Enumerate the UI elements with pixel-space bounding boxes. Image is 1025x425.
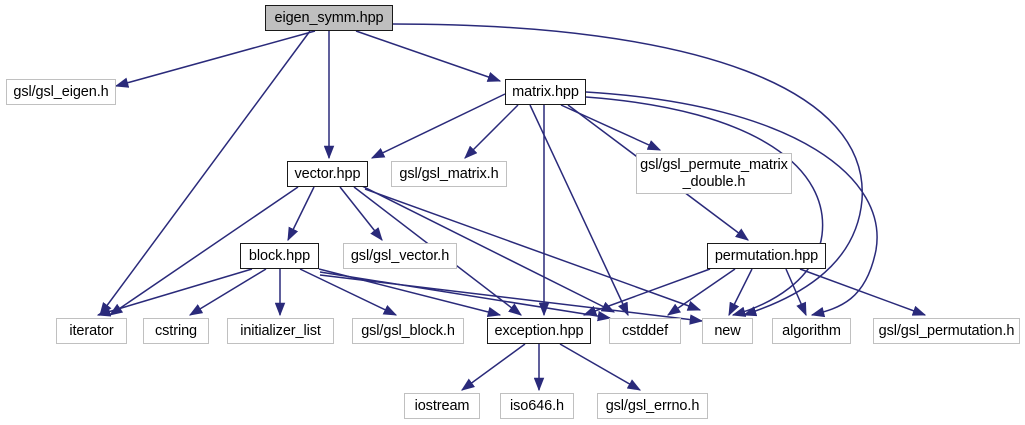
node-iostream[interactable]: iostream — [404, 393, 480, 419]
edge-eigen_symm-to-iterator — [99, 30, 311, 316]
node-initializer_list[interactable]: initializer_list — [227, 318, 334, 344]
node-iso646[interactable]: iso646.h — [500, 393, 574, 419]
node-gsl_vector[interactable]: gsl/gsl_vector.h — [343, 243, 457, 269]
node-permutation[interactable]: permutation.hpp — [707, 243, 826, 269]
edge-matrix-to-cstddef — [529, 104, 629, 317]
node-block[interactable]: block.hpp — [240, 243, 319, 269]
edge-matrix-to-gsl_matrix — [464, 104, 519, 159]
edge-vector-to-block — [287, 186, 315, 242]
edge-permutation-to-exception — [582, 268, 711, 316]
edge-permutation-to-algorithm — [785, 268, 807, 317]
node-vector[interactable]: vector.hpp — [287, 161, 368, 187]
edge-exception-to-iostream — [461, 343, 526, 391]
node-matrix[interactable]: matrix.hpp — [505, 79, 586, 105]
edge-block-to-new — [319, 274, 704, 325]
node-algorithm[interactable]: algorithm — [772, 318, 851, 344]
node-gsl_block[interactable]: gsl/gsl_block.h — [352, 318, 464, 344]
edge-vector-to-gsl_vector — [339, 186, 383, 241]
node-iterator[interactable]: iterator — [56, 318, 127, 344]
edge-matrix-to-gsl_permute_matrix — [560, 104, 662, 151]
edge-matrix-to-algorithm — [585, 91, 878, 318]
edge-block-to-cstddef — [319, 271, 612, 322]
node-gsl_matrix[interactable]: gsl/gsl_matrix.h — [391, 161, 507, 187]
node-cstring[interactable]: cstring — [143, 318, 209, 344]
edge-eigen_symm-to-gsl_eigen — [114, 30, 316, 88]
edge-block-to-iterator — [96, 268, 253, 317]
node-new[interactable]: new — [702, 318, 753, 344]
edge-permutation-to-new — [728, 268, 753, 317]
edge-exception-to-gsl_errno — [559, 343, 642, 391]
edge-block-to-gsl_block — [299, 268, 398, 316]
node-gsl_permute_matrix[interactable]: gsl/gsl_permute_matrix _double.h — [636, 153, 792, 194]
node-cstddef[interactable]: cstddef — [609, 318, 681, 344]
edge-block-to-exception — [318, 268, 502, 318]
node-eigen_symm[interactable]: eigen_symm.hpp — [265, 5, 393, 31]
edge-permutation-to-gsl_permutation — [799, 268, 927, 316]
node-gsl_eigen[interactable]: gsl/gsl_eigen.h — [6, 79, 116, 105]
edge-permutation-to-cstddef — [667, 268, 736, 316]
edge-eigen_symm-to-matrix — [355, 30, 502, 82]
node-gsl_errno[interactable]: gsl/gsl_errno.h — [597, 393, 708, 419]
edge-matrix-to-new — [585, 96, 824, 317]
edge-block-to-cstring — [188, 268, 267, 316]
edge-matrix-to-vector — [370, 93, 506, 159]
node-exception[interactable]: exception.hpp — [487, 318, 591, 344]
node-gsl_permutation[interactable]: gsl/gsl_permutation.h — [873, 318, 1020, 344]
